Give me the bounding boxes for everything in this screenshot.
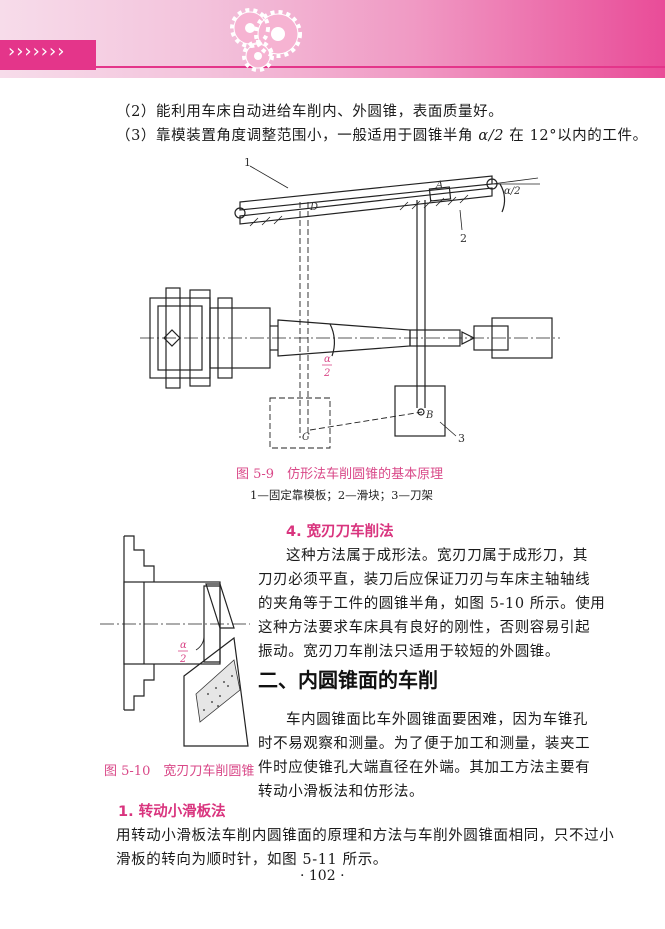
label-B: B — [425, 410, 433, 421]
chevrons-icon: ››››››› — [8, 41, 66, 62]
alpha-den: 2 — [179, 654, 186, 665]
cone-angle-num: α — [324, 354, 331, 365]
label-A: A — [435, 180, 443, 191]
template-bar-lower — [239, 187, 493, 225]
slider-block — [428, 186, 452, 202]
label-D: D — [309, 202, 318, 213]
alpha-symbol: α/2 — [478, 128, 505, 144]
section-4-line-4: 这种方法要求车床具有良好的刚性，否则容易引起 — [258, 620, 591, 636]
header-rule — [96, 66, 665, 68]
section-4-line-2: 刀刃必须平直，装刀后应保证刀刃与车床主轴轴线 — [258, 572, 591, 588]
section-two-line-1: 车内圆锥面比车外圆锥面要困难，因为车锥孔 — [286, 712, 588, 728]
subsection-1-line-2: 滑板的转向为顺时针，如图 5-11 所示。 — [116, 852, 388, 868]
label-3: 3 — [458, 432, 465, 445]
section-4-line-5: 振动。宽刃刀车削法只适用于较短的外圆锥。 — [258, 644, 560, 660]
section-4-heading: 4. 宽刃刀车削法 — [286, 524, 394, 540]
figure-5-9-caption: 图 5-9 仿形法车削圆锥的基本原理 — [236, 467, 444, 482]
alpha-num: α — [180, 640, 187, 651]
section-two-heading: 二、内圆锥面的车削 — [258, 668, 438, 692]
list-item-3-tail: 在 12°以内的工件。 — [504, 128, 648, 144]
tool-insert — [195, 659, 241, 723]
label-2: 2 — [460, 232, 467, 245]
label-1: 1 — [244, 158, 251, 169]
angle-label: α/2 — [504, 186, 520, 197]
list-item-3-text: （3）靠模装置角度调整范围小，一般适用于圆锥半角 — [116, 128, 479, 144]
figure-5-10: α 2 — [100, 535, 250, 747]
tool-post — [394, 385, 446, 437]
section-4-line-1: 这种方法属于成形法。宽刃刀属于成形刀，其 — [286, 548, 588, 564]
label-C: C — [302, 432, 310, 443]
section-two-line-2: 时不易观察和测量。为了便于加工和测量，装夹工 — [258, 736, 591, 752]
subsection-1-heading: 1. 转动小滑板法 — [118, 804, 226, 820]
subsection-1-line-1: 用转动小滑板法车削内圆锥面的原理和方法与车削外圆锥面相同，只不过小 — [116, 828, 615, 844]
cone-angle-den: 2 — [323, 368, 330, 379]
list-item-3: （3）靠模装置角度调整范围小，一般适用于圆锥半角 α/2 在 12°以内的工件。 — [116, 124, 648, 148]
section-two-line-3: 件时应使锥孔大端直径在外端。其加工方法主要有 — [258, 760, 591, 776]
list-item-2: （2）能利用车床自动进给车削内、外圆锥，表面质量好。 — [116, 104, 504, 120]
template-bar-upper — [239, 175, 493, 211]
section-4-line-3: 的夹角等于工件的圆锥半角，如图 5-10 所示。使用 — [258, 596, 606, 612]
section-two-line-4: 转动小滑板法和仿形法。 — [258, 784, 425, 800]
page-number: · 102 · — [300, 868, 345, 884]
page-header-band — [0, 0, 665, 78]
header-accent-bar — [0, 40, 96, 70]
figure-5-10-caption: 图 5-10 宽刃刀车削圆锥 — [104, 764, 255, 779]
figure-5-9-legend: 1—固定靠模板；2—滑块；3—刀架 — [250, 488, 433, 502]
gears-icon — [230, 8, 302, 72]
figure-5-9: 1 2 3 A B C D α/2 α 2 — [140, 158, 560, 449]
pivot-left-icon — [234, 207, 246, 219]
